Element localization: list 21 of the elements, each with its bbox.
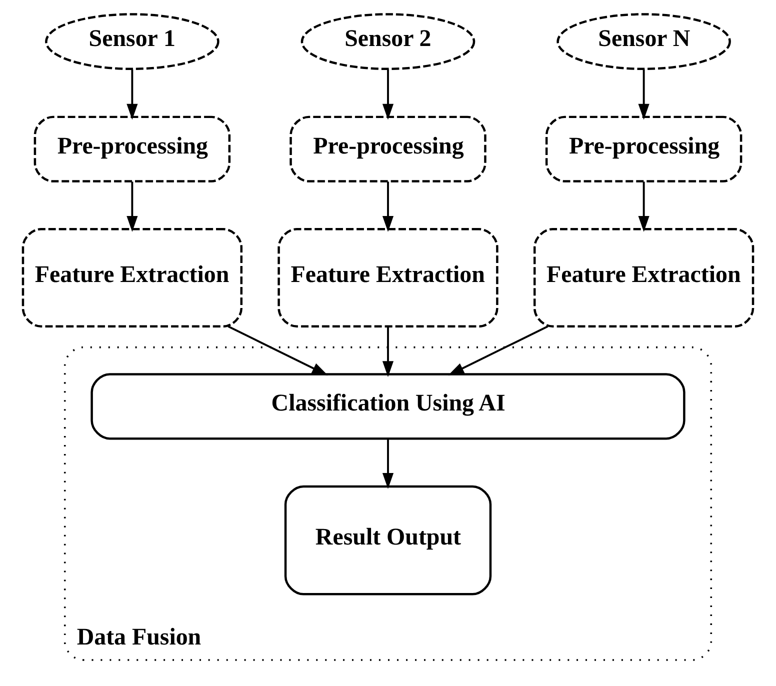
- arrow: [382, 182, 394, 232]
- node-box: Feature Extraction: [22, 228, 243, 328]
- arrow: [228, 326, 328, 376]
- node-ellipse: Sensor 1: [45, 13, 220, 70]
- arrow: [382, 69, 394, 120]
- node-ellipse: Sensor N: [556, 13, 731, 70]
- node-ellipse: Sensor 2: [300, 13, 476, 70]
- node-box: Classification Using AI: [90, 373, 686, 440]
- node-box: Feature Extraction: [278, 228, 498, 328]
- node-box: Pre-processing: [545, 116, 742, 182]
- arrow: [448, 326, 548, 376]
- node-box: Pre-processing: [34, 116, 231, 182]
- arrow: [382, 438, 394, 489]
- arrow: [638, 182, 650, 232]
- node-box: Feature Extraction: [533, 228, 754, 328]
- arrow: [638, 69, 650, 120]
- arrow: [126, 182, 138, 232]
- arrow: [126, 69, 138, 120]
- arrow: [382, 326, 394, 378]
- node-box: Result Output: [284, 485, 492, 596]
- node-box: Pre-processing: [290, 116, 486, 182]
